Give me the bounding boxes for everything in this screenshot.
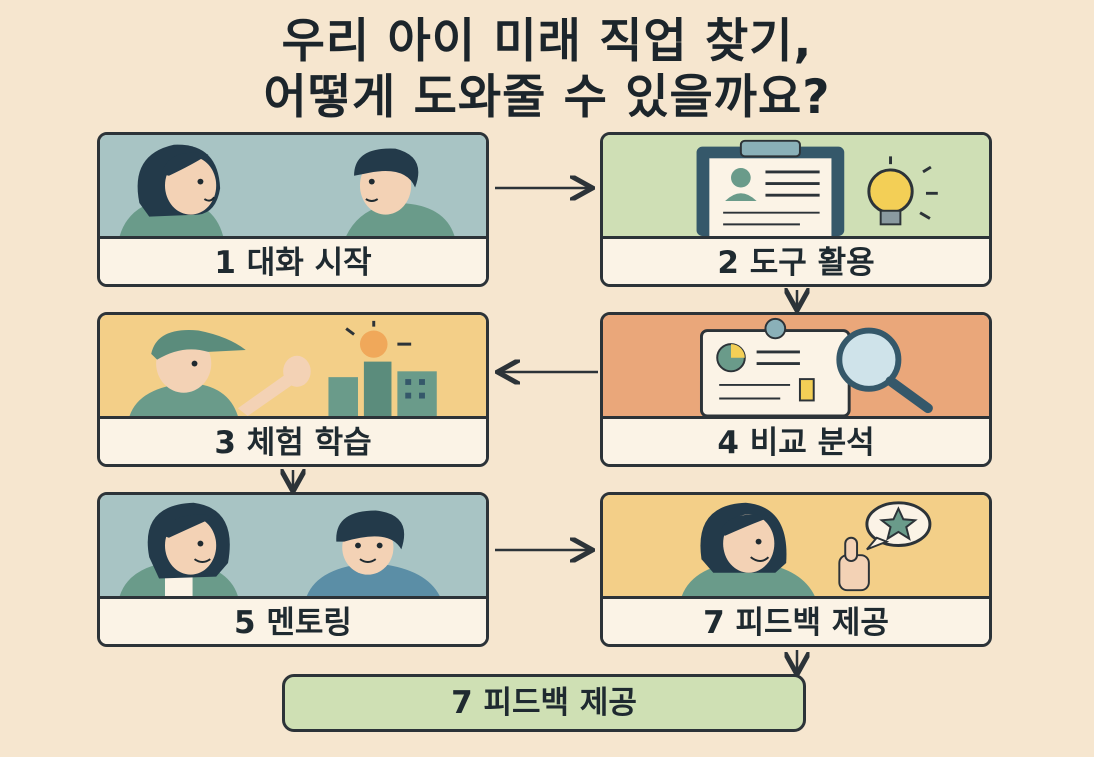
title-line-2: 어떻게 도와줄 수 있을까요? <box>263 70 831 125</box>
step-card-5: 5 멘토링 <box>97 492 489 647</box>
step-label-4: 4 비교 분석 <box>603 419 989 464</box>
analysis-magnifier-illustration <box>603 315 989 419</box>
step-card-2: 2 도구 활용 <box>600 132 992 287</box>
clipboard-lightbulb-illustration <box>603 135 989 239</box>
feedback-star-illustration <box>603 495 989 599</box>
final-step-box: 7 피드백 제공 <box>282 674 806 732</box>
page-title: 우리 아이 미래 직업 찾기, 어떻게 도와줄 수 있을까요? <box>0 14 1094 126</box>
conversation-illustration <box>100 135 486 239</box>
field-trip-illustration <box>100 315 486 419</box>
step-label-1: 1 대화 시작 <box>100 239 486 284</box>
title-line-1: 우리 아이 미래 직업 찾기, <box>281 14 813 69</box>
step-label-6: 7 피드백 제공 <box>603 599 989 644</box>
step-card-1: 1 대화 시작 <box>97 132 489 287</box>
mentoring-illustration <box>100 495 486 599</box>
step-card-3: 3 체험 학습 <box>97 312 489 467</box>
step-label-2: 2 도구 활용 <box>603 239 989 284</box>
step-card-4: 4 비교 분석 <box>600 312 992 467</box>
step-label-3: 3 체험 학습 <box>100 419 486 464</box>
step-label-5: 5 멘토링 <box>100 599 486 644</box>
step-card-6: 7 피드백 제공 <box>600 492 992 647</box>
